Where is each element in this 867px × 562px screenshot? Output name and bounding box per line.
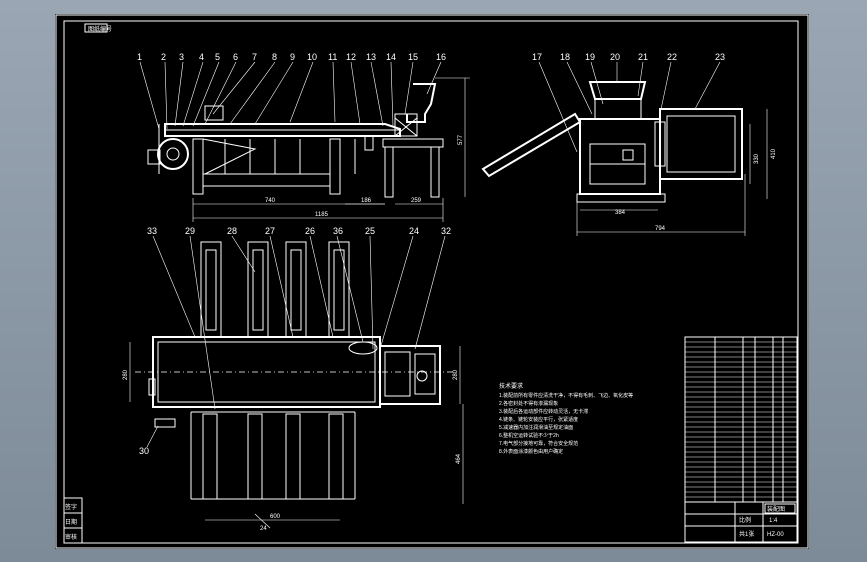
tech-note-2: 2.各密封处不得有渗漏现象	[499, 400, 558, 407]
balloon-27: 27	[265, 226, 275, 236]
balloon-2: 2	[161, 52, 166, 62]
strip-label-3: 审核	[65, 533, 77, 541]
balloon-17: 17	[532, 52, 542, 62]
dim-577: 577	[458, 134, 464, 145]
title-block: 装配图 比例 1:4 HZ-00 共1张	[684, 501, 798, 543]
balloon-29: 29	[185, 226, 195, 236]
balloon-19: 19	[585, 52, 595, 62]
inner-frame	[63, 20, 799, 544]
tech-note-7: 7.电气部分接地可靠，符合安全规范	[499, 440, 578, 447]
dim-384: 384	[615, 210, 626, 216]
stamp-box	[84, 23, 108, 33]
balloon-14: 14	[386, 52, 396, 62]
title-block-drawing-no: HZ-00	[767, 532, 784, 538]
stamp-text: 图纸编号	[88, 25, 112, 33]
balloon-9: 9	[290, 52, 295, 62]
dim-410: 410	[771, 148, 777, 159]
balloon-13: 13	[366, 52, 376, 62]
title-block-name: 装配图	[767, 505, 785, 513]
dim-464: 464	[456, 453, 462, 464]
balloon-12: 12	[346, 52, 356, 62]
balloon-36: 36	[333, 226, 343, 236]
dim-794: 794	[655, 226, 666, 232]
dim-1185: 1185	[315, 212, 329, 218]
top-view: 280 280 464 600 24 33	[123, 226, 464, 532]
balloon-6: 6	[233, 52, 238, 62]
balloon-25: 25	[365, 226, 375, 236]
tech-notes-title: 技术要求	[499, 382, 523, 390]
balloon-23: 23	[715, 52, 725, 62]
balloon-3: 3	[179, 52, 184, 62]
balloon-26: 26	[305, 226, 315, 236]
tech-note-4: 4.链条、链轮安装应平行，张紧适度	[499, 416, 578, 423]
strip-label-1: 签字	[65, 503, 77, 511]
side-view: 384 794 330 410 17 18 19 20 21	[481, 52, 777, 236]
balloon-1: 1	[137, 52, 142, 62]
balloon-8: 8	[272, 52, 277, 62]
outer-frame	[55, 14, 809, 549]
tech-note-1: 1.装配前所有零件应清洗干净，不得有毛刺、飞边、氧化皮等	[499, 392, 633, 399]
dim-280-left: 280	[123, 369, 129, 380]
balloon-28: 28	[227, 226, 237, 236]
balloon-33: 33	[147, 226, 157, 236]
title-block-sheet: 共1张	[739, 530, 754, 538]
tech-notes: 技术要求 1.装配前所有零件应清洗干净，不得有毛刺、飞边、氧化皮等 2.各密封处…	[499, 382, 633, 455]
dim-280-right: 280	[453, 369, 459, 380]
parts-list	[684, 336, 798, 543]
front-view: 740 1185 186 259 577	[137, 52, 470, 222]
balloon-7: 7	[252, 52, 257, 62]
balloon-4: 4	[199, 52, 204, 62]
left-strip: 签字 日期 审核	[63, 497, 83, 544]
balloon-21: 21	[638, 52, 648, 62]
dim-186: 186	[361, 198, 372, 204]
tech-note-5: 5.减速器内加注润滑油至规定油面	[499, 424, 573, 431]
drawing-canvas: 图纸编号 签字 日期 审核	[55, 14, 809, 549]
balloon-30: 30	[139, 446, 149, 456]
tech-note-3: 3.装配后各运动部件应转动灵活，无卡滞	[499, 408, 588, 415]
title-block-scale-label: 比例	[739, 516, 751, 524]
strip-label-2: 日期	[65, 518, 77, 526]
balloon-5: 5	[215, 52, 220, 62]
balloon-16: 16	[436, 52, 446, 62]
dim-259: 259	[411, 198, 422, 204]
balloon-32: 32	[441, 226, 451, 236]
balloon-24: 24	[409, 226, 419, 236]
balloon-15: 15	[408, 52, 418, 62]
balloon-11: 11	[328, 52, 337, 62]
drawing-sheet: 图纸编号 签字 日期 审核	[55, 14, 809, 549]
dim-24: 24	[260, 526, 267, 532]
tech-note-6: 6.整机空运转试验不少于2h	[499, 432, 559, 439]
balloon-18: 18	[560, 52, 570, 62]
balloon-10: 10	[307, 52, 317, 62]
tech-note-8: 8.外表面涂漆颜色由用户确定	[499, 448, 563, 455]
dim-330: 330	[754, 153, 760, 164]
dim-600: 600	[270, 514, 281, 520]
dim-740: 740	[265, 198, 276, 204]
balloon-20: 20	[610, 52, 620, 62]
title-block-scale: 1:4	[769, 518, 778, 524]
balloon-22: 22	[667, 52, 677, 62]
